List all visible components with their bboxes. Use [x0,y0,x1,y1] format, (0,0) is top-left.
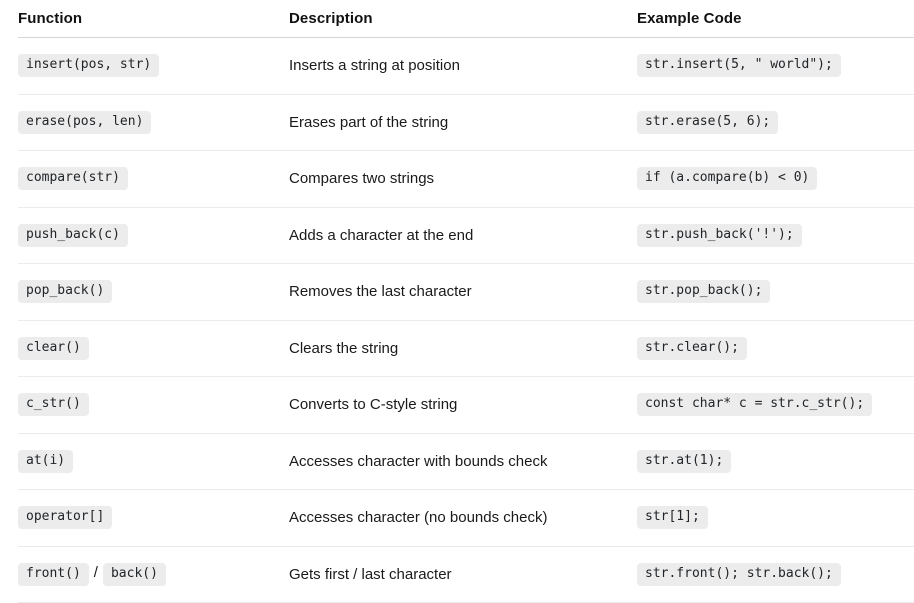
description-cell: Gets first / last character [289,566,637,583]
example-code-cell: str.insert(5, " world"); [637,54,914,77]
example-code-chip: str.front(); str.back(); [637,563,841,586]
example-code-chip: str.at(1); [637,450,731,473]
column-header-example-code: Example Code [637,10,914,27]
table-body: insert(pos, str) Inserts a string at posi… [18,38,914,603]
function-cell: c_str() [18,393,289,416]
example-code-chip: str.clear(); [637,337,747,360]
function-code-chip: at(i) [18,450,73,473]
description-cell: Clears the string [289,340,637,357]
function-code-chip: c_str() [18,393,89,416]
example-code-chip: str.push_back('!'); [637,224,802,247]
function-code-chip: operator[] [18,506,112,529]
function-code-chip: insert(pos, str) [18,54,159,77]
function-code-chip: clear() [18,337,89,360]
table-row: insert(pos, str) Inserts a string at posi… [18,38,914,95]
description-cell: Adds a character at the end [289,227,637,244]
example-code-cell: str.clear(); [637,337,914,360]
description-cell: Removes the last character [289,283,637,300]
function-code-chip: erase(pos, len) [18,111,151,134]
description-cell: Accesses character (no bounds check) [289,509,637,526]
function-cell: compare(str) [18,167,289,190]
table-row: front()/back()Gets first / last characte… [18,547,914,603]
description-cell: Erases part of the string [289,114,637,131]
description-cell: Converts to C-style string [289,396,637,413]
description-cell: Compares two strings [289,170,637,187]
chip-separator-text: / [89,564,103,581]
example-code-cell: str.front(); str.back(); [637,563,914,586]
function-cell: pop_back() [18,280,289,303]
example-code-cell: str.at(1); [637,450,914,473]
table-row: erase(pos, len) Erases part of the string… [18,95,914,152]
function-cell: push_back(c) [18,224,289,247]
example-code-cell: str.push_back('!'); [637,224,914,247]
example-code-chip: if (a.compare(b) < 0) [637,167,817,190]
example-code-cell: const char* c = str.c_str(); [637,393,914,416]
function-code-chip: pop_back() [18,280,112,303]
function-cell: erase(pos, len) [18,111,289,134]
example-code-cell: str[1]; [637,506,914,529]
example-code-chip: str.insert(5, " world"); [637,54,841,77]
example-code-cell: str.pop_back(); [637,280,914,303]
description-cell: Inserts a string at position [289,57,637,74]
table-header-row: Function Description Example Code [18,0,914,38]
function-cell: operator[] [18,506,289,529]
table-row: at(i) Accesses character with bounds chec… [18,434,914,491]
function-cell: insert(pos, str) [18,54,289,77]
example-code-cell: if (a.compare(b) < 0) [637,167,914,190]
table-row: operator[] Accesses character (no bounds … [18,490,914,547]
function-code-chip: front() [18,563,89,586]
example-code-chip: str.erase(5, 6); [637,111,778,134]
example-code-chip: str[1]; [637,506,708,529]
function-cell: front()/back() [18,563,289,586]
description-cell: Accesses character with bounds check [289,453,637,470]
function-code-chip: push_back(c) [18,224,128,247]
function-code-chip: compare(str) [18,167,128,190]
column-header-function: Function [18,10,289,27]
example-code-chip: const char* c = str.c_str(); [637,393,872,416]
function-code-chip: back() [103,563,166,586]
function-cell: at(i) [18,450,289,473]
column-header-description: Description [289,10,637,27]
function-cell: clear() [18,337,289,360]
example-code-chip: str.pop_back(); [637,280,770,303]
example-code-cell: str.erase(5, 6); [637,111,914,134]
